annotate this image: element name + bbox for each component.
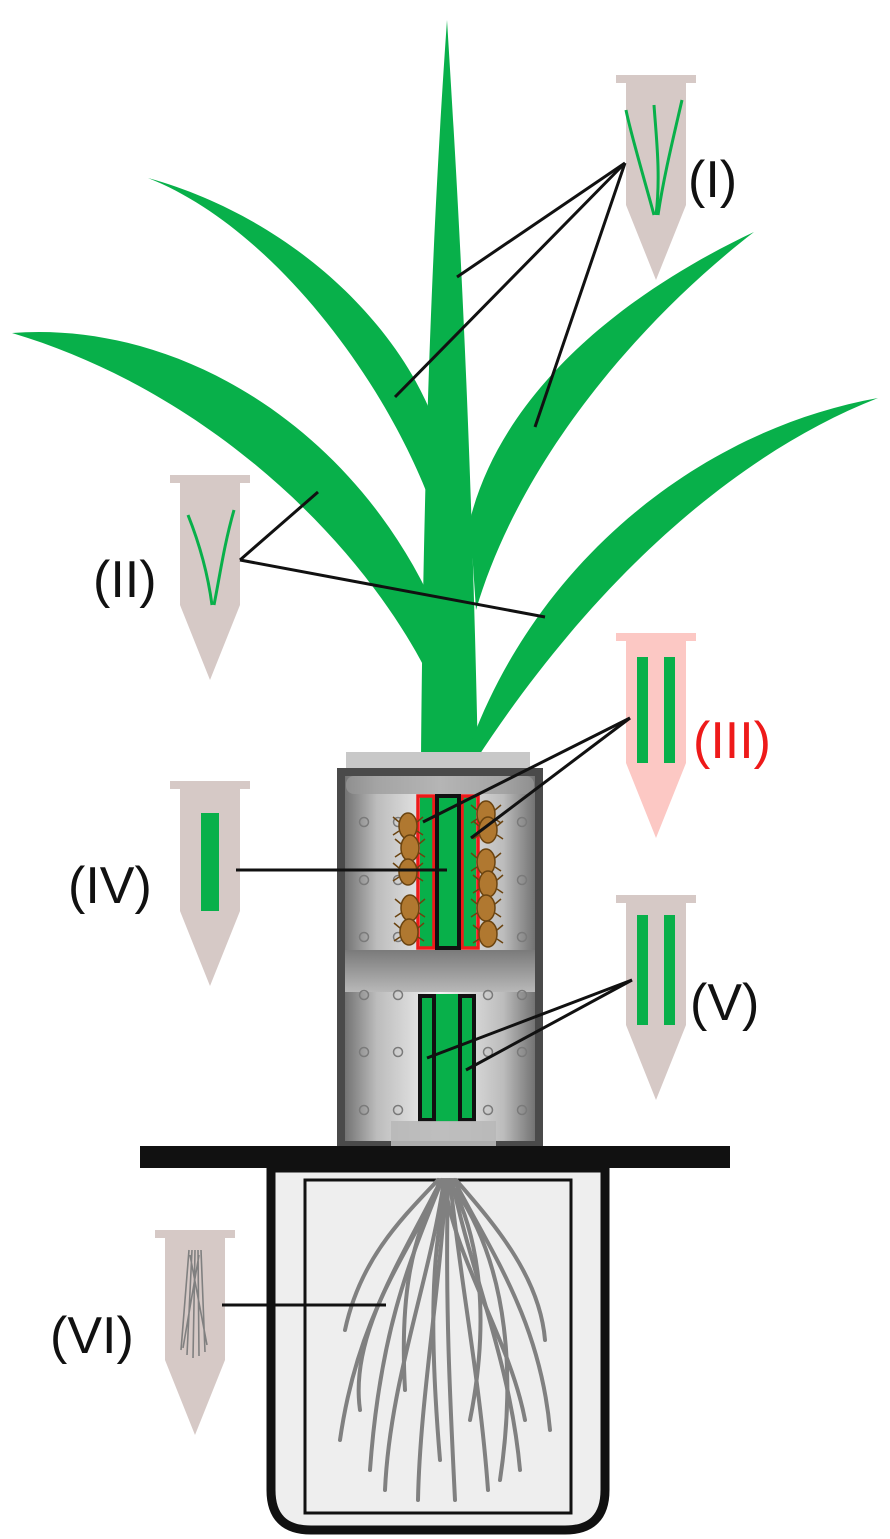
pot-rim xyxy=(140,1146,730,1168)
segment-iii-left xyxy=(416,794,436,950)
pot xyxy=(140,1146,730,1535)
sample-tube-iii xyxy=(616,633,696,838)
leaf-sample-icon xyxy=(624,99,684,216)
stem-upper xyxy=(420,796,476,948)
label-ii: (II) xyxy=(93,551,157,609)
segment-iii-right xyxy=(460,794,480,950)
leaf-center xyxy=(421,20,478,760)
label-iv: (IV) xyxy=(68,857,152,915)
stem-sample-icon xyxy=(664,657,675,763)
label-iii: (III) xyxy=(693,712,771,770)
label-vi: (VI) xyxy=(50,1307,134,1365)
stem-sample-icon xyxy=(637,657,648,763)
leader-lines xyxy=(222,161,633,1307)
sample-tube-v xyxy=(616,895,696,1100)
stem-sample-icon xyxy=(201,813,219,911)
plant xyxy=(12,20,878,760)
sample-tube-ii xyxy=(170,475,250,680)
label-v: (V) xyxy=(690,974,759,1032)
cage-upper-shadow xyxy=(346,776,534,794)
stem-sample-icon xyxy=(664,915,675,1025)
cage-divider-band xyxy=(345,950,535,992)
sample-tube-i xyxy=(616,75,696,280)
pot-body xyxy=(266,1163,610,1535)
leaf-mid-left xyxy=(148,178,446,530)
leaf-sample-icon xyxy=(186,509,236,606)
root-sample-icon xyxy=(180,1249,208,1359)
segment-v-right xyxy=(458,994,476,1122)
sample-tube-vi xyxy=(155,1230,235,1435)
label-i: (I) xyxy=(688,151,737,209)
root-system xyxy=(338,1178,552,1502)
sample-tube-iv xyxy=(170,781,250,986)
segment-v-left xyxy=(418,994,436,1122)
stem-sample-icon xyxy=(637,915,648,1025)
leaf-far-left xyxy=(12,331,440,700)
leaf-mid-right xyxy=(470,232,754,610)
cage xyxy=(337,752,543,1177)
segment-iv xyxy=(435,794,461,950)
upper-stem-segments xyxy=(392,794,504,950)
